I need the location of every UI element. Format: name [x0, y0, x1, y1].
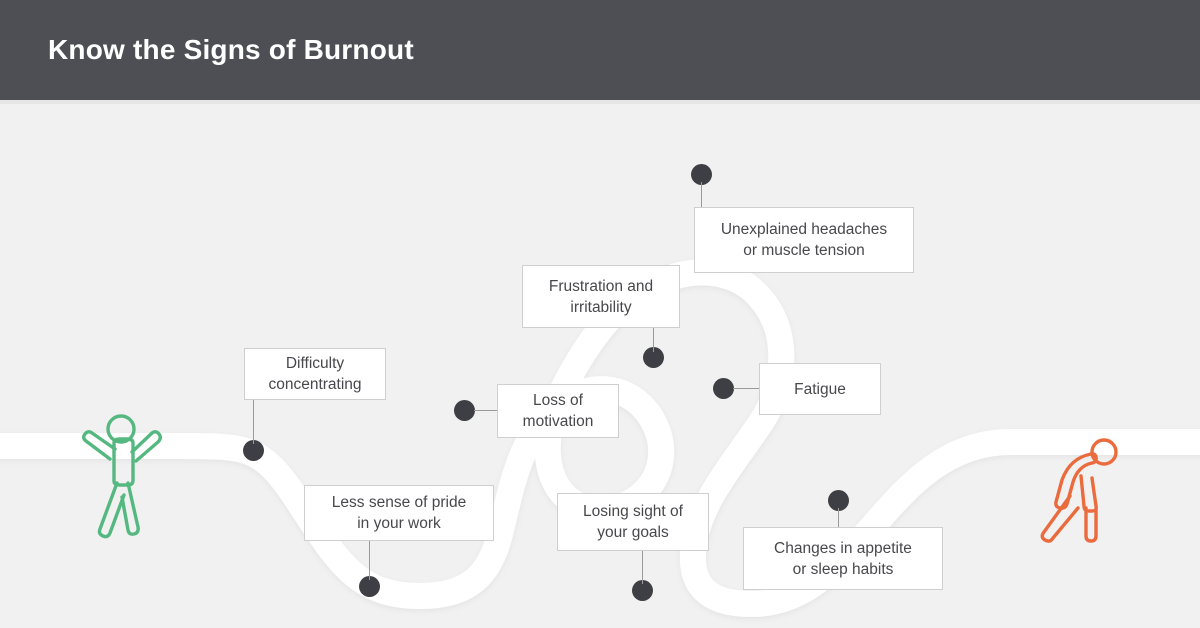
- node-dot-frustration-irritability: [643, 347, 664, 368]
- callout-line-1: Less sense of pride: [331, 494, 467, 511]
- callout-line-1: Fatigue: [794, 380, 846, 398]
- callout-line-1: Losing sight of: [583, 503, 683, 520]
- connector-loss-of-motivation: [474, 410, 498, 411]
- callout-line-2: concentrating: [268, 376, 362, 393]
- connector-changes-in-appetite: [838, 508, 839, 530]
- callout-loss-of-motivation[interactable]: Loss of motivation: [497, 384, 619, 438]
- callout-unexplained-headaches[interactable]: Unexplained headaches or muscle tension: [694, 207, 914, 273]
- node-dot-less-sense-of-pride: [359, 576, 380, 597]
- connector-frustration-irritability: [653, 326, 654, 352]
- callout-frustration-irritability[interactable]: Frustration and irritability: [522, 265, 680, 328]
- callout-line-1: Changes in appetite: [774, 539, 912, 557]
- callout-fatigue[interactable]: Fatigue: [759, 363, 881, 415]
- callout-line-2: your goals: [597, 524, 669, 541]
- connector-less-sense-of-pride: [369, 538, 370, 580]
- node-dot-fatigue: [713, 378, 734, 399]
- node-dot-difficulty-concentrating: [243, 440, 264, 461]
- connector-fatigue: [733, 388, 759, 389]
- node-dot-loss-of-motivation: [454, 400, 475, 421]
- callout-line-1: Difficulty: [285, 355, 345, 372]
- page-title: Know the Signs of Burnout: [48, 34, 414, 65]
- callout-less-sense-of-pride[interactable]: Less sense of pride in your work: [304, 485, 494, 541]
- callout-line-1: Unexplained headaches: [720, 221, 888, 238]
- callout-line-1: Loss of: [533, 392, 583, 409]
- connector-losing-sight-of-goals: [642, 548, 643, 584]
- connector-unexplained-headaches: [701, 182, 702, 210]
- callout-changes-in-appetite[interactable]: Changes in appetite or sleep habits: [743, 527, 943, 590]
- callout-losing-sight-of-goals[interactable]: Losing sight of your goals: [557, 493, 709, 551]
- callout-line-1: Frustration and: [548, 277, 654, 295]
- node-dot-changes-in-appetite: [828, 490, 849, 511]
- callout-difficulty-concentrating[interactable]: Difficulty concentrating: [244, 348, 386, 400]
- healthy-person-figure: [82, 414, 162, 539]
- header-divider: [0, 100, 1200, 104]
- header-bar: Know the Signs of Burnout: [0, 0, 1200, 100]
- connector-difficulty-concentrating: [253, 398, 254, 444]
- node-dot-losing-sight-of-goals: [632, 580, 653, 601]
- callout-line-2: or sleep habits: [792, 560, 894, 578]
- callout-line-2: motivation: [522, 413, 594, 430]
- callout-line-2: or muscle tension: [743, 242, 865, 259]
- callout-line-2: irritability: [570, 298, 632, 316]
- burnout-person-figure: [1040, 438, 1118, 543]
- callout-line-2: in your work: [357, 515, 441, 532]
- node-dot-unexplained-headaches: [691, 164, 712, 185]
- diagram-canvas: Difficulty concentrating Unexplained hea…: [0, 104, 1200, 628]
